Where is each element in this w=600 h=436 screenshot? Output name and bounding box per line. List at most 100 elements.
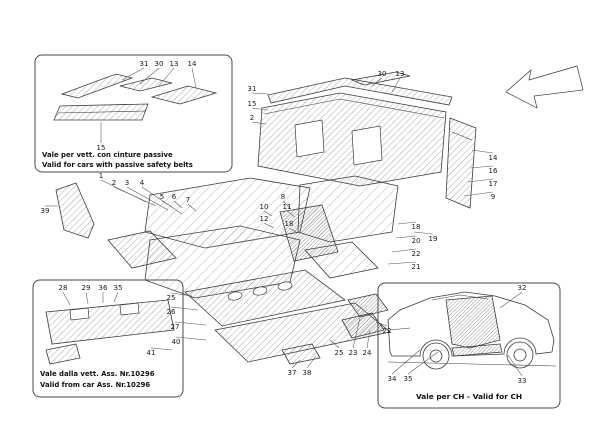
callout-leader xyxy=(463,191,494,197)
callout-number: 6 xyxy=(172,193,177,201)
callout-leader xyxy=(170,292,193,297)
callout-leader xyxy=(306,355,317,369)
note-ch: Vale per CH - Valid for CH xyxy=(416,392,522,401)
callout-leader xyxy=(288,227,299,234)
callout-leader xyxy=(407,351,439,375)
callout-number: 36 xyxy=(99,284,108,292)
inset-from-car: Vale dalla vett. Ass. Nr.10296 Valid fro… xyxy=(32,279,184,398)
seatback-cutout-left xyxy=(294,119,325,158)
callout-number: 12 xyxy=(260,215,269,223)
callout-leader xyxy=(157,67,175,88)
panel-seatback xyxy=(257,92,447,187)
panel-b-notch-1 xyxy=(69,307,90,321)
callout-number: 41 xyxy=(147,349,156,357)
panel-left-sill xyxy=(107,230,177,269)
callout-leader xyxy=(469,165,494,169)
callout-number: 37 xyxy=(288,369,297,377)
callout-leader xyxy=(191,67,197,89)
callout-leader xyxy=(62,291,71,306)
note-passive-en: Valid for cars with passive safety belts xyxy=(42,161,193,169)
callout-leader xyxy=(113,186,157,207)
callout-leader xyxy=(141,186,183,215)
callout-leader xyxy=(251,121,267,125)
callout-leader xyxy=(251,92,269,95)
callout-number: 26 xyxy=(167,308,176,316)
callout-number: 5 xyxy=(160,193,164,201)
callout-number: 24 xyxy=(363,349,372,357)
callout-number: 10 xyxy=(260,203,269,211)
callout-leader xyxy=(371,77,383,87)
callout-leader xyxy=(286,210,296,218)
bumper-line xyxy=(389,327,411,331)
callout-number: 25 xyxy=(167,294,176,302)
callout-number: 18 xyxy=(412,223,421,231)
callout-number: 11 xyxy=(283,203,292,211)
slot-1 xyxy=(227,291,243,301)
callout-number: 21 xyxy=(412,263,421,271)
callout-number: 19 xyxy=(429,235,438,243)
panel-small-a xyxy=(60,73,134,99)
callout-leader xyxy=(507,354,523,377)
callout-leader xyxy=(397,221,417,225)
callout-number: 2 xyxy=(250,114,254,122)
callout-leader xyxy=(391,248,417,253)
callout-number: 38 xyxy=(303,369,312,377)
callout-leader xyxy=(263,210,273,217)
callout-number: 18 xyxy=(285,220,294,228)
callout-leader xyxy=(291,359,301,369)
panel-left-bracket xyxy=(55,182,95,239)
callout-number: 31 xyxy=(140,60,149,68)
callout-number: 34 xyxy=(388,375,397,383)
note-from-car-en: Valid from car Ass. Nr.10296 xyxy=(40,381,150,389)
callout-leader xyxy=(170,306,199,311)
panel-b-notch-2 xyxy=(119,302,140,316)
callout-leader xyxy=(173,200,183,209)
callout-number: 35 xyxy=(404,375,413,383)
callout-leader xyxy=(467,178,494,183)
panel-bar-detail xyxy=(57,110,146,114)
callout-leader xyxy=(366,329,371,349)
callout-number: 15 xyxy=(248,100,257,108)
front-wheel xyxy=(506,341,534,369)
callout-number: 39 xyxy=(41,207,50,215)
callout-number: 2 xyxy=(112,179,116,187)
rear-wheel xyxy=(422,342,450,370)
front-wheel-hub xyxy=(513,348,527,362)
inset-ch-border xyxy=(377,282,561,409)
panel-small-c xyxy=(150,85,218,105)
car-body-outline xyxy=(387,291,555,357)
callout-leader xyxy=(139,67,160,85)
callout-leader xyxy=(187,203,197,212)
callout-leader xyxy=(391,77,401,93)
callout-leader xyxy=(113,291,119,303)
rear-wheel-hub xyxy=(429,349,443,363)
callout-leader xyxy=(413,231,434,235)
callout-number: 3 xyxy=(125,179,129,187)
seatback-cutout-right xyxy=(351,125,383,166)
callout-leader xyxy=(282,200,291,209)
panel-ch-quarter xyxy=(445,295,501,349)
callout-leader xyxy=(391,349,421,375)
callout-number: 8 xyxy=(281,193,285,201)
callout-leader xyxy=(150,347,173,351)
callout-number: 29 xyxy=(82,284,91,292)
callout-leader xyxy=(499,291,523,309)
inset-passive-belts-border xyxy=(34,54,233,173)
callout-number: 35 xyxy=(114,284,123,292)
panel-wide-b xyxy=(45,299,175,345)
panel-slotted xyxy=(184,269,346,327)
panel-right-detail xyxy=(451,131,473,141)
panel-small-b2 xyxy=(45,343,81,365)
inset-passive-belts: Vale per vett. con cinture passive Valid… xyxy=(34,54,233,173)
callout-leader xyxy=(375,321,388,327)
panel-ch-sill xyxy=(451,343,503,357)
callout-number: 20 xyxy=(412,237,421,245)
panel-bottom-sill xyxy=(214,302,391,363)
floor-mat-lower-right xyxy=(304,241,379,279)
panel-small-b xyxy=(119,77,173,92)
inset-from-car-border xyxy=(32,279,184,398)
callout-number: 32 xyxy=(518,284,527,292)
callout-number: 17 xyxy=(489,180,498,188)
